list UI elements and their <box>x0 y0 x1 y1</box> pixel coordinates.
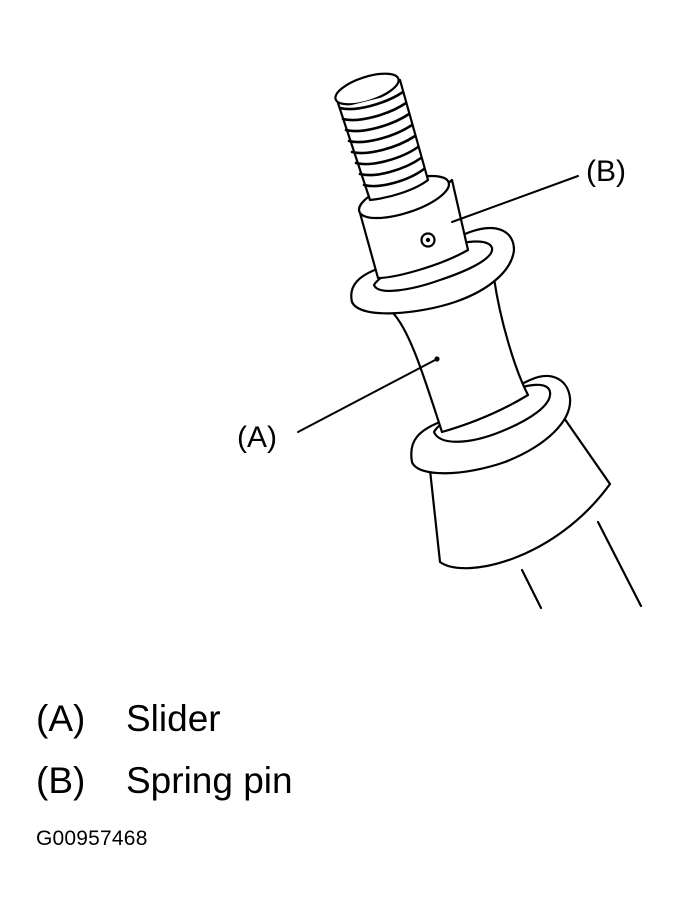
legend-text: Slider <box>126 698 221 739</box>
callout-leader-b <box>451 175 579 223</box>
legend-item-slider: (A) Slider <box>36 700 293 740</box>
callout-label-b: (B) <box>586 155 626 188</box>
callout-label-a: (A) <box>237 421 277 454</box>
callout-leader-a <box>297 358 438 433</box>
upper-collar <box>357 174 470 280</box>
threaded-stud <box>334 72 430 202</box>
legend-key: (B) <box>36 760 86 801</box>
legend: (A) Slider (B) Spring pin <box>36 700 293 824</box>
figure-id: G00957468 <box>36 827 148 850</box>
cone-housing <box>428 403 612 570</box>
spring-pin <box>420 232 436 248</box>
legend-text: Spring pin <box>126 760 293 801</box>
legend-key: (A) <box>36 698 86 739</box>
lower-shaft <box>520 520 643 610</box>
legend-item-spring-pin: (B) Spring pin <box>36 762 293 802</box>
slider-assembly-illustration <box>297 72 643 610</box>
